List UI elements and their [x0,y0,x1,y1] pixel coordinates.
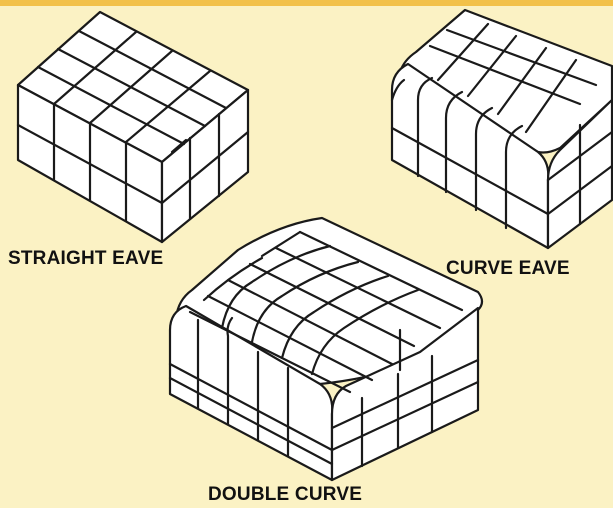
straight-eave-roof-grid [36,29,228,146]
straight-eave-front-grid [16,102,164,223]
curve-eave-label: CURVE EAVE [446,258,570,279]
double-curve-roof-cross-grid [220,230,420,376]
curve-eave-roof [398,8,613,154]
double-curve-end-grid [330,328,480,468]
straight-eave-notch [170,138,188,154]
double-curve-front-ribs [196,316,290,458]
double-curve-label: DOUBLE CURVE [208,484,363,505]
curve-eave-greenhouse [390,8,613,250]
double-curve-front-bands [168,362,334,466]
top-accent-band [0,0,613,6]
straight-eave-label: STRAIGHT EAVE [8,248,164,269]
curve-eave-front-bands [390,78,550,216]
curve-eave-roof-grid [428,22,598,134]
curve-eave-end-grid [546,123,613,226]
straight-eave-greenhouse [16,10,250,244]
curve-eave-front-ribs [416,76,524,230]
double-curve-greenhouse [168,216,484,482]
straight-eave-end-grid [160,112,250,221]
